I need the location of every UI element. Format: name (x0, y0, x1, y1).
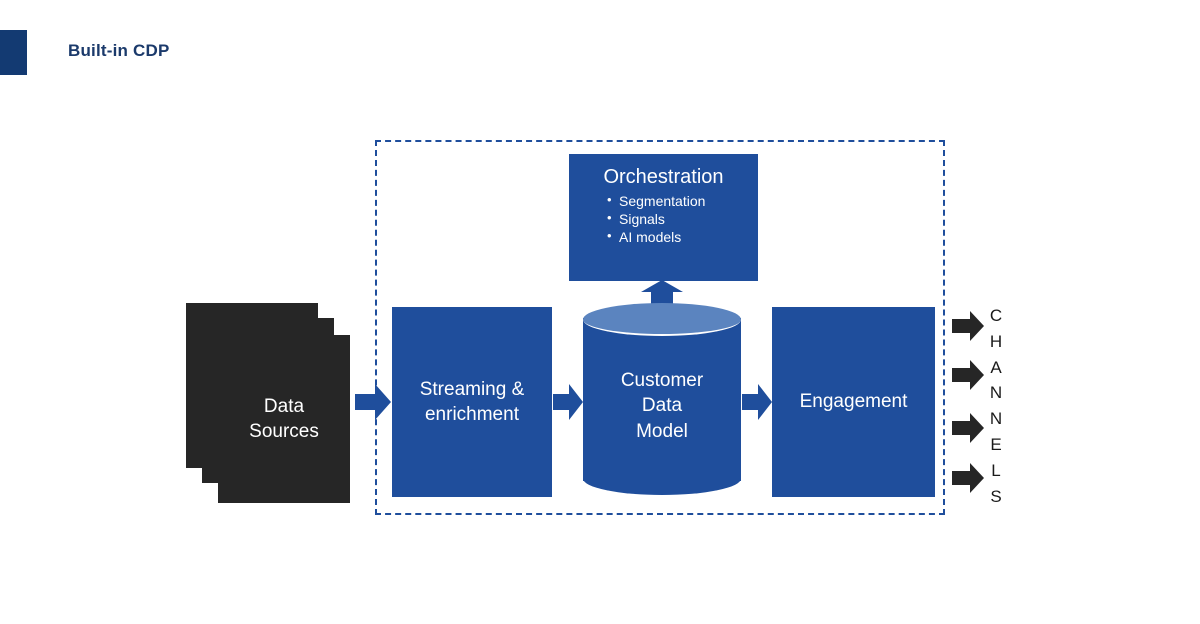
flow-arrow-cdm-to-engagement-icon (742, 384, 772, 420)
channels-letter-1: C (989, 306, 1003, 325)
engagement-box[interactable]: Engagement (772, 307, 935, 497)
cdp-boundary-dashed-region (375, 140, 945, 515)
channels-letter-2: H (989, 331, 1003, 351)
channels-letter-5: N (989, 409, 1003, 429)
orchestration-bullet-signals: Signals (607, 210, 758, 229)
data-sources-stack[interactable]: Data Sources (186, 303, 350, 503)
cdm-label-line3: Model (636, 420, 688, 442)
orchestration-box[interactable]: Orchestration Segmentation Signals AI mo… (569, 154, 758, 281)
engagement-label: Engagement (799, 391, 908, 413)
orchestration-bullet-ai-models: AI models (607, 228, 758, 247)
channel-arrow-1-icon (952, 311, 984, 341)
channel-arrow-2-icon (952, 360, 984, 390)
cdm-label-line2: Data (641, 395, 683, 417)
data-sources-label: Data Sources (218, 335, 350, 503)
flow-arrow-sources-to-streaming-icon (355, 384, 391, 420)
streaming-and-enrichment-box[interactable]: Streaming & enrichment (392, 307, 552, 497)
channels-group: C H A N N E L S (952, 303, 1012, 506)
channels-vertical-label: C H A N N E L S (984, 303, 1008, 510)
orchestration-title: Orchestration (603, 166, 724, 188)
orchestration-bullet-list: Segmentation Signals AI models (569, 192, 758, 247)
channel-arrow-4-icon (952, 463, 984, 493)
page-title: Built-in CDP (68, 41, 170, 60)
channels-letter-8: S (990, 486, 1002, 506)
cdm-label-line1: Customer (620, 369, 704, 391)
channel-arrow-3-icon (952, 413, 984, 443)
data-sources-label-line2: Sources (249, 421, 319, 442)
channels-letter-3: A (990, 357, 1002, 377)
data-sources-label-line1: Data (263, 395, 305, 417)
channels-letter-4: N (989, 383, 1003, 403)
channels-letter-7: L (991, 460, 1001, 480)
header-accent-bar (0, 30, 27, 75)
streaming-label: Streaming & enrichment (420, 377, 525, 427)
customer-data-model-label: Customer Data Model (583, 331, 741, 481)
flow-arrow-streaming-to-cdm-icon (553, 384, 583, 420)
channels-letter-6: E (990, 435, 1002, 455)
data-source-card-front (218, 335, 350, 503)
streaming-label-line2: enrichment (424, 404, 519, 425)
cylinder-top-ellipse (583, 303, 741, 336)
streaming-label-line1: Streaming & (419, 378, 525, 400)
orchestration-bullet-segmentation: Segmentation (607, 192, 758, 211)
cylinder-body (583, 318, 741, 481)
customer-data-model-cylinder[interactable]: Customer Data Model (583, 303, 741, 497)
